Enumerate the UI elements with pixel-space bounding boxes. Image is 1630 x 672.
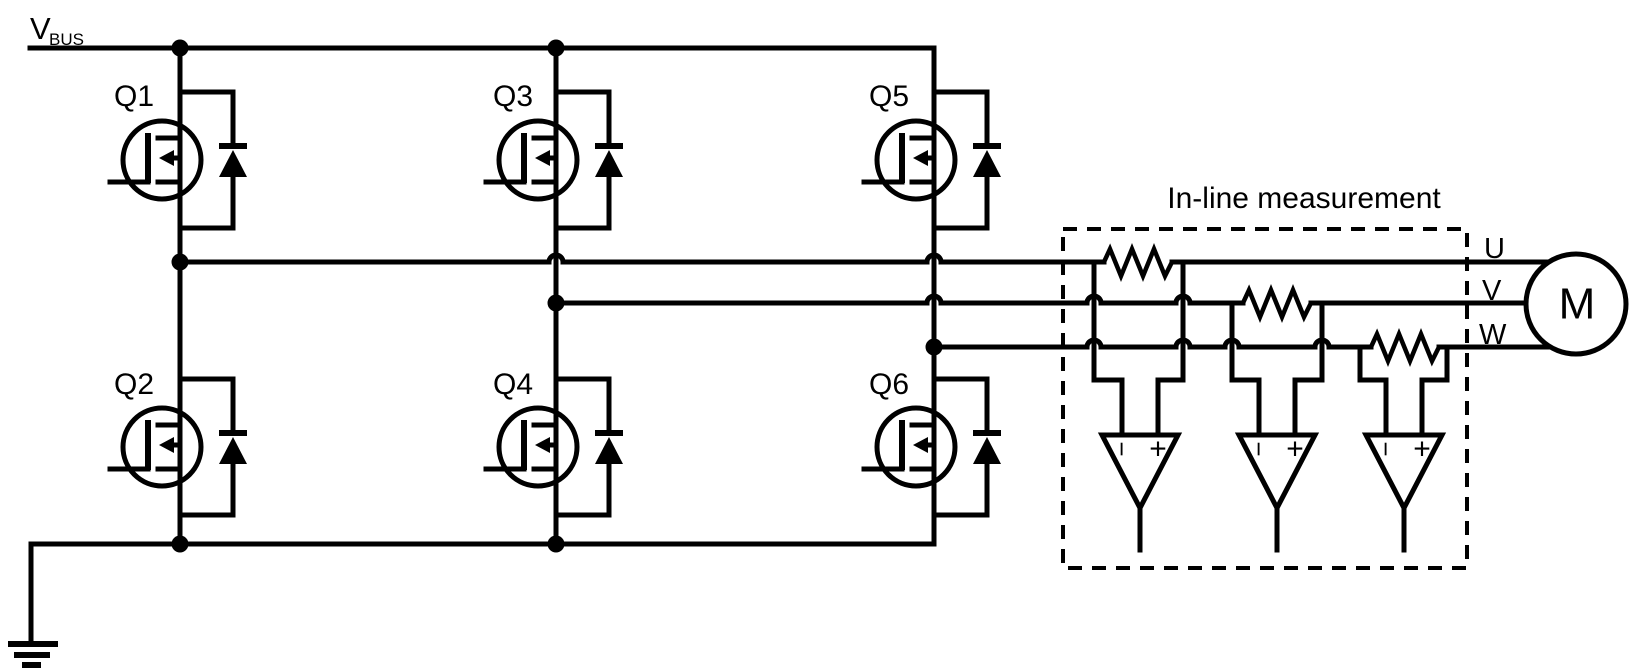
- transistor-label-q3: Q3: [493, 80, 533, 113]
- current-sense-amp-w: − +: [1357, 344, 1450, 550]
- measurement-dashed-box: [1061, 227, 1469, 570]
- sense-tap-v-right: [1292, 300, 1325, 439]
- body-diode-q6: [934, 379, 1001, 515]
- junction-dot: [547, 294, 565, 312]
- transistor-label-q2: Q2: [114, 368, 154, 401]
- body-diode-q4: [556, 379, 623, 515]
- body-diode-q5: [934, 92, 1001, 228]
- amp-v-inverting-label: −: [1244, 441, 1274, 456]
- bottom-return-rail: [8, 541, 937, 668]
- amp-w-inverting-label: −: [1371, 441, 1401, 456]
- transistor-label-q1: Q1: [114, 80, 154, 113]
- body-diode-q1: [180, 92, 247, 228]
- junction-dot: [171, 253, 189, 271]
- transistor-label-q5: Q5: [869, 80, 909, 113]
- sense-tap-u-left: [1091, 259, 1125, 439]
- motor-circle: [1523, 251, 1629, 357]
- mosfet-q6: [864, 408, 955, 486]
- shunt-resistor-w: [1368, 328, 1442, 367]
- current-sense-amp-v: − +: [1229, 300, 1325, 550]
- junction-dot: [547, 535, 565, 553]
- junction-dot: [547, 39, 565, 57]
- sense-tap-w-left: [1357, 344, 1389, 439]
- transistor-label-q4: Q4: [493, 368, 533, 401]
- body-diode-q2: [180, 379, 247, 515]
- phase-label-v: V: [1482, 275, 1502, 307]
- phase-line-w: [931, 328, 1552, 367]
- vbus-label: V: [30, 11, 51, 46]
- phase-label-u: U: [1484, 233, 1505, 265]
- mosfet-q2: [110, 408, 201, 486]
- motor: M: [1523, 251, 1629, 357]
- mosfet-q3: [486, 121, 577, 199]
- amp-v-noninverting-label: +: [1286, 433, 1304, 466]
- sense-tap-v-left: [1229, 300, 1262, 439]
- ground-icon: [8, 641, 58, 668]
- inline-measurement-block: − + − + − + In-line measurement: [1061, 182, 1469, 570]
- amp-u-inverting-label: −: [1107, 441, 1137, 456]
- junction-dots: [171, 39, 943, 553]
- junction-dot: [171, 535, 189, 553]
- mosfet-q4: [486, 408, 577, 486]
- motor-label: M: [1559, 280, 1596, 329]
- inline-measurement-title: In-line measurement: [1167, 182, 1441, 215]
- labels: V BUS Q1 Q2 Q3 Q4 Q5 Q6 U V W: [30, 11, 1507, 401]
- phase-w-wire: [931, 337, 1374, 350]
- junction-dot: [925, 338, 943, 356]
- phase-line-u: [177, 243, 1551, 282]
- sense-tap-w-right: [1419, 344, 1450, 439]
- phase-line-v: [553, 284, 1529, 323]
- shunt-resistor-v: [1240, 284, 1314, 323]
- phase-v-wire: [553, 293, 1246, 306]
- mosfet-q1: [110, 121, 201, 199]
- amp-u-noninverting-label: +: [1149, 433, 1167, 466]
- current-sense-amp-u: − +: [1091, 259, 1186, 550]
- phase-label-w: W: [1479, 319, 1507, 351]
- sense-tap-u-right: [1155, 259, 1186, 439]
- amp-w-noninverting-label: +: [1413, 433, 1431, 466]
- transistor-label-q6: Q6: [869, 368, 909, 401]
- vbus-subscript-label: BUS: [49, 30, 84, 49]
- shunt-resistor-u: [1101, 243, 1175, 282]
- junction-dot: [171, 39, 189, 57]
- mosfet-q5: [864, 121, 955, 199]
- body-diode-q3: [556, 92, 623, 228]
- phase-u-wire: [177, 252, 1107, 265]
